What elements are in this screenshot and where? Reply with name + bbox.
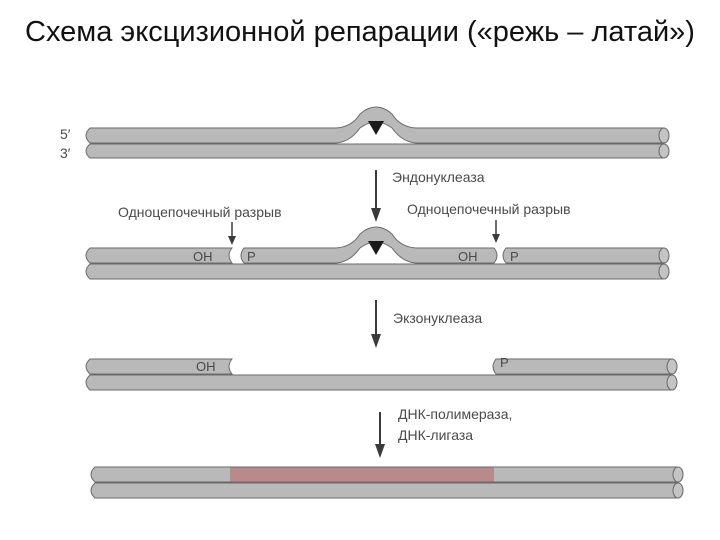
arrow-nick-left bbox=[228, 222, 236, 245]
label-exonuclease: Экзонуклеаза bbox=[393, 310, 482, 326]
arrow-endonuclease bbox=[371, 170, 381, 222]
row-damaged-dna: 5′ 3′ bbox=[60, 106, 670, 161]
strand-label-5prime: 5′ bbox=[60, 126, 71, 142]
label-nick-left: Одноцепочечный разрыв bbox=[118, 204, 282, 220]
row-repaired-dna bbox=[90, 466, 684, 499]
strand-end-cap bbox=[658, 263, 670, 280]
strand-end-cap bbox=[666, 358, 678, 375]
strand-end-cap bbox=[672, 466, 684, 483]
label-endonuclease: Эндонуклеаза bbox=[392, 169, 485, 185]
label-oh-end: ОН bbox=[193, 249, 213, 264]
label-p-end: Р bbox=[500, 355, 509, 370]
label-p-end: Р bbox=[510, 249, 519, 264]
label-oh-end: ОН bbox=[458, 249, 478, 264]
slide-title: Схема эксцизионной репарации («режь – ла… bbox=[25, 16, 695, 48]
label-p-end: Р bbox=[247, 249, 256, 264]
strand-end-cap bbox=[658, 143, 670, 159]
strand-end-cap bbox=[658, 127, 670, 144]
top-strand-damaged-segment bbox=[240, 226, 498, 264]
bottom-strand bbox=[85, 374, 673, 391]
top-strand-right-segment bbox=[492, 358, 673, 375]
arrow-nick-right bbox=[492, 220, 500, 243]
bottom-strand bbox=[85, 143, 665, 159]
top-strand bbox=[85, 106, 665, 144]
repaired-patch bbox=[230, 467, 494, 482]
arrow-exonuclease bbox=[371, 300, 381, 348]
strand-label-3prime: 3′ bbox=[60, 145, 71, 161]
top-strand-left-segment bbox=[85, 358, 234, 375]
label-dna-ligase: ДНК-лигаза bbox=[398, 427, 473, 443]
label-dna-polymerase: ДНК-полимераза, bbox=[398, 406, 512, 422]
label-nick-right: Одноцепочечный разрыв bbox=[407, 201, 571, 217]
arrow-polymerase-ligase bbox=[375, 412, 385, 458]
lesion-triangle bbox=[368, 121, 384, 135]
row-nicked-dna: ОН Р ОН Р bbox=[85, 226, 670, 280]
bottom-strand bbox=[90, 482, 679, 499]
top-strand-left-segment bbox=[85, 247, 234, 264]
strand-end-cap bbox=[672, 482, 684, 499]
bottom-strand bbox=[85, 263, 665, 280]
row-gapped-dna: ОН Р bbox=[85, 355, 678, 391]
top-strand-right-segment bbox=[502, 247, 665, 264]
lesion-triangle bbox=[368, 241, 384, 255]
label-oh-end: ОН bbox=[196, 359, 216, 374]
strand-end-cap bbox=[666, 374, 678, 391]
strand-end-cap bbox=[658, 247, 670, 264]
